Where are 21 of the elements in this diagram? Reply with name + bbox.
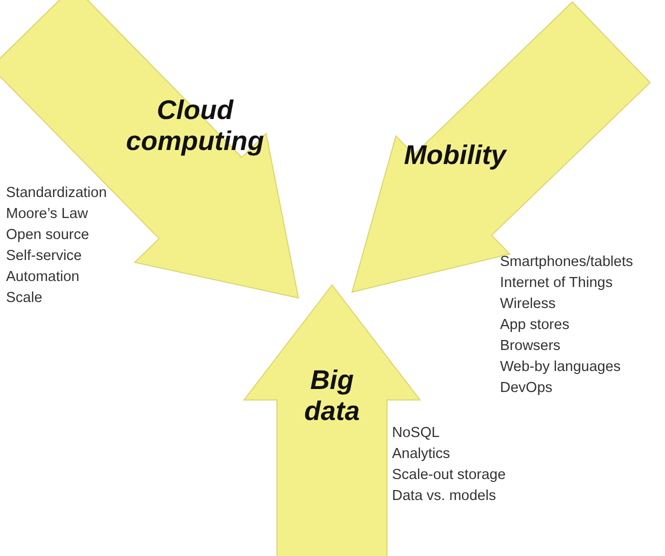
list-item: Smartphones/tablets — [500, 253, 633, 272]
arrow-shape — [352, 2, 650, 292]
list-item: Internet of Things — [500, 274, 614, 293]
list-item: App stores — [500, 316, 570, 335]
list-item: DevOps — [500, 379, 554, 398]
list-item: Wireless — [500, 295, 557, 314]
arrow-label: Cloud computing — [125, 95, 265, 158]
list-item: NoSQL — [392, 424, 441, 443]
list-item: Browsers — [500, 337, 562, 356]
list-item: Self-service — [6, 247, 83, 266]
arrow-label: Mobility — [403, 140, 508, 172]
list-item: Standardization — [6, 184, 107, 203]
list-item: Scale-out storage — [392, 466, 506, 485]
arrow-label: Big data — [303, 365, 361, 428]
list-item: Web-by languages — [500, 358, 622, 377]
list-item: Data vs. models — [392, 487, 497, 506]
list-item: Scale — [6, 289, 44, 308]
list-item: Moore’s Law — [6, 205, 89, 224]
list-item: Automation — [6, 268, 80, 287]
list-item: Analytics — [392, 445, 452, 464]
list-item: Open source — [6, 226, 90, 245]
